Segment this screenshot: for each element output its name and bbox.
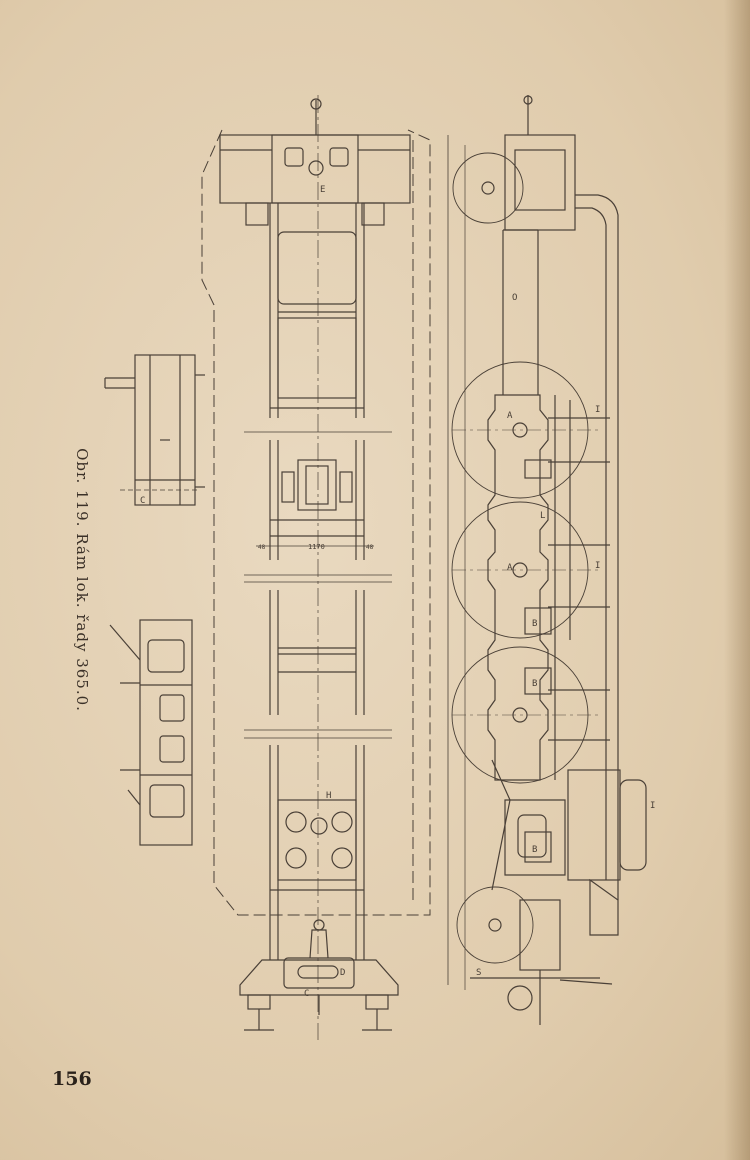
figure-caption: Obr. 119. Rám lok. řady 365.0. bbox=[73, 448, 91, 712]
label-side-b3: B bbox=[532, 845, 537, 855]
label-plan-d: D bbox=[340, 968, 345, 978]
page-number: 156 bbox=[52, 1068, 92, 1090]
label-side-s: S bbox=[476, 968, 481, 978]
label-side-b2: B bbox=[532, 679, 537, 689]
label-plan-width: 1170 bbox=[308, 543, 325, 551]
label-section-c: C bbox=[140, 496, 145, 506]
frame-plan-view bbox=[201, 98, 431, 1031]
label-side-i1: I bbox=[595, 405, 600, 415]
label-plan-h: H bbox=[326, 791, 331, 801]
label-side-a2: A bbox=[507, 563, 513, 573]
label-side-i2: I bbox=[595, 561, 600, 571]
label-side-b1: B bbox=[532, 619, 537, 629]
page-edge-shadow bbox=[724, 0, 750, 1160]
label-side-o: O bbox=[512, 293, 517, 303]
label-side-l: L bbox=[540, 511, 545, 521]
cross-section-lower bbox=[109, 619, 193, 846]
label-side-i3: I bbox=[650, 801, 655, 811]
label-plan-e: E bbox=[320, 185, 325, 195]
cross-section-upper bbox=[104, 354, 205, 506]
label-plan-c: C bbox=[304, 989, 309, 999]
label-plan-left-dim: 48 bbox=[258, 544, 266, 551]
label-plan-right-dim: 48 bbox=[366, 544, 374, 551]
frame-side-view bbox=[451, 95, 647, 1025]
label-side-a1: A bbox=[507, 411, 513, 421]
